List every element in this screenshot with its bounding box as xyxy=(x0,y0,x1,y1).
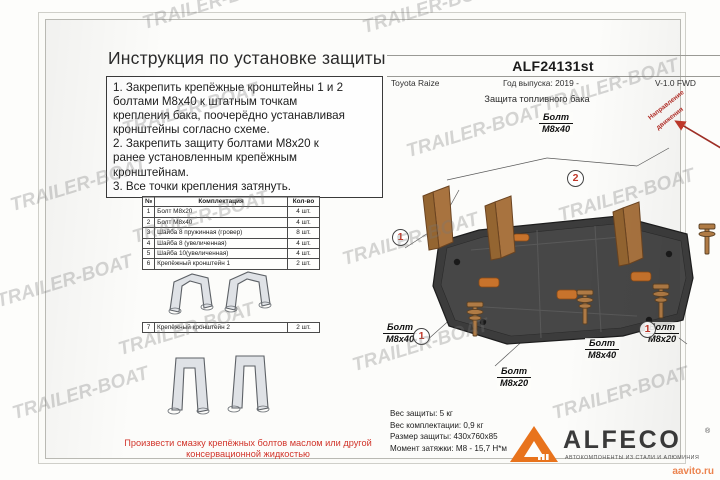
spec-kit-weight: Вес комплектации: 0,9 кг xyxy=(390,420,484,430)
cell-number: 7 xyxy=(142,321,155,334)
page-title: Инструкция по установке защиты xyxy=(108,48,386,68)
bracket-2-illustration xyxy=(167,355,270,415)
column-header-number: № xyxy=(141,195,156,208)
cell-number: 4 xyxy=(141,237,156,250)
cell-number: 3 xyxy=(141,227,156,239)
step-marker-1c: 1 xyxy=(413,328,430,345)
table-row: 1 Болт M8x20 4 шт. xyxy=(141,206,320,218)
callout-line-1: Болт xyxy=(645,322,680,334)
callout-bolt-m8x40-top: Болт M8x40 xyxy=(539,112,574,135)
callout-bolt-m8x20-bottom: Болт M8x20 xyxy=(497,366,532,389)
product-code: ALF24131st xyxy=(512,58,594,74)
instruction-line: кронштейнам. xyxy=(113,165,189,179)
step-marker-1: 1 xyxy=(392,229,409,246)
parts-table: № Комплектация Кол-во 1 Болт M8x20 4 шт.… xyxy=(141,195,320,270)
instruction-line: крепления бака, поочерёдно устанавливая xyxy=(113,109,345,123)
avito-prefix: a xyxy=(672,466,678,477)
step-marker-1b: 1 xyxy=(639,321,656,338)
alfeco-triangle-icon xyxy=(510,426,558,462)
avito-watermark: aavito.ru xyxy=(672,466,714,477)
product-diagram-panel: ALF24131st Toyota Raize Год выпуска: 201… xyxy=(383,38,720,468)
instruction-line: 3. Все точки крепления затянуть. xyxy=(113,179,291,193)
header-divider-bottom xyxy=(387,76,720,77)
cell-name: Крепёжный кронштейн 2 xyxy=(154,321,288,334)
column-header-qty: Кол-во xyxy=(287,195,320,208)
cell-name: Болт M8x20 xyxy=(154,206,288,218)
table-row: 5 Шайба 10(увеличенная) 4 шт. xyxy=(141,248,320,260)
production-year: Год выпуска: 2019 - xyxy=(503,78,579,88)
parts-table-row-7: 7 Крепёжный кронштейн 2 2 шт. xyxy=(142,321,320,334)
spec-weight: Вес защиты: 5 кг xyxy=(390,409,453,418)
callout-line-1: Болт xyxy=(383,322,418,334)
instruction-line: 2. Закрепить защиту болтами M8x20 к xyxy=(113,137,319,151)
callout-line-2: M8x40 xyxy=(588,350,617,360)
cell-qty: 4 шт. xyxy=(287,206,320,218)
engine-variant: V-1.0 FWD xyxy=(655,78,696,88)
spec-torque: Момент затяжки: M8 - 15,7 Н*м xyxy=(390,443,507,453)
bracket-1-illustration xyxy=(168,271,272,315)
cell-name: Шайба 8 пружинная (гровер) xyxy=(154,227,288,239)
spec-size: Размер защиты: 430x760x85 xyxy=(390,432,498,442)
table-header-row: № Комплектация Кол-во xyxy=(141,195,320,208)
callout-bolt-m8x40-left: Болт M8x40 xyxy=(383,322,418,345)
callout-bolt-m8x40-bottom: Болт M8x40 xyxy=(585,338,620,361)
callout-line-2: M8x20 xyxy=(500,378,529,388)
alfeco-wordmark: ALFECO xyxy=(563,426,682,454)
warning-line-2: консервационной жидкостью xyxy=(186,449,310,460)
instruction-sheet: Инструкция по установке защиты 1. Закреп… xyxy=(38,12,720,464)
cell-qty: 4 шт. xyxy=(287,248,320,260)
column-header-name: Комплектация xyxy=(154,195,288,208)
cell-number: 1 xyxy=(141,206,156,218)
cell-qty: 4 шт. xyxy=(287,237,320,250)
warning-line-1: Произвести смазку крепёжных болтов масло… xyxy=(124,438,372,448)
callout-line-2: M8x20 xyxy=(648,334,677,344)
cell-qty: 2 шт. xyxy=(287,258,320,270)
callout-line-2: M8x40 xyxy=(386,334,415,344)
step-marker-2: 2 xyxy=(567,170,584,187)
cell-number: 2 xyxy=(141,216,156,229)
specifications-block: Вес защиты: 5 кг Вес комплектации: 0,9 к… xyxy=(390,408,507,454)
callout-line-1: Болт xyxy=(539,112,574,124)
alfeco-tagline: АВТОКОМПОНЕНТЫ ИЗ СТАЛИ И АЛЮМИНИЯ xyxy=(565,455,700,461)
table-row: 7 Крепёжный кронштейн 2 2 шт. xyxy=(142,321,320,334)
lubrication-warning: Произвести смазку крепёжных болтов масло… xyxy=(104,438,392,461)
cell-qty: 4 шт. xyxy=(287,216,320,229)
cell-qty: 2 шт. xyxy=(287,321,320,334)
cell-number: 6 xyxy=(141,258,156,270)
avito-domain: avito.ru xyxy=(677,466,714,477)
sheet-inner-border: Инструкция по установке защиты 1. Закреп… xyxy=(45,19,720,462)
callout-line-1: Болт xyxy=(585,338,620,350)
cell-name: Болт M8x40 xyxy=(154,216,288,229)
skid-plate-drawing xyxy=(404,147,716,367)
cell-qty: 8 шт. xyxy=(287,227,320,239)
table-row: 3 Шайба 8 пружинная (гровер) 8 шт. xyxy=(141,227,320,239)
product-subtitle: Защита топливного бака xyxy=(484,94,590,104)
instruction-line: болтами M8x40 к штатным точкам xyxy=(113,95,298,109)
vehicle-model: Toyota Raize xyxy=(391,78,440,88)
callout-line-1: Болт xyxy=(497,366,532,378)
instruction-line: 1. Закрепить крепёжные кронштейны 1 и 2 xyxy=(113,81,344,94)
table-row: 4 Шайба 8 (увеличенная) 4 шт. xyxy=(141,237,320,250)
table-row: 2 Болт M8x40 4 шт. xyxy=(141,216,320,229)
installation-instructions: 1. Закрепить крепёжные кронштейны 1 и 2 … xyxy=(106,76,383,198)
registered-mark: ® xyxy=(705,428,711,435)
cell-name: Шайба 8 (увеличенная) xyxy=(154,237,288,250)
instruction-line: ранее установленным крепёжным xyxy=(113,151,297,165)
cell-name: Шайба 10(увеличенная) xyxy=(154,248,288,260)
table-row: 6 Крепёжный кронштейн 1 2 шт. xyxy=(141,258,320,270)
header-divider-top xyxy=(387,55,720,56)
direction-of-travel: Направление движения xyxy=(645,89,720,156)
instruction-line: кронштейны согласно схеме. xyxy=(113,123,270,137)
callout-line-2: M8x40 xyxy=(542,124,571,134)
alfeco-logo: ALFECO ® АВТОКОМПОНЕНТЫ ИЗ СТАЛИ И АЛЮМИ… xyxy=(505,424,720,468)
direction-arrow-icon xyxy=(674,120,720,149)
cell-number: 5 xyxy=(141,248,156,260)
